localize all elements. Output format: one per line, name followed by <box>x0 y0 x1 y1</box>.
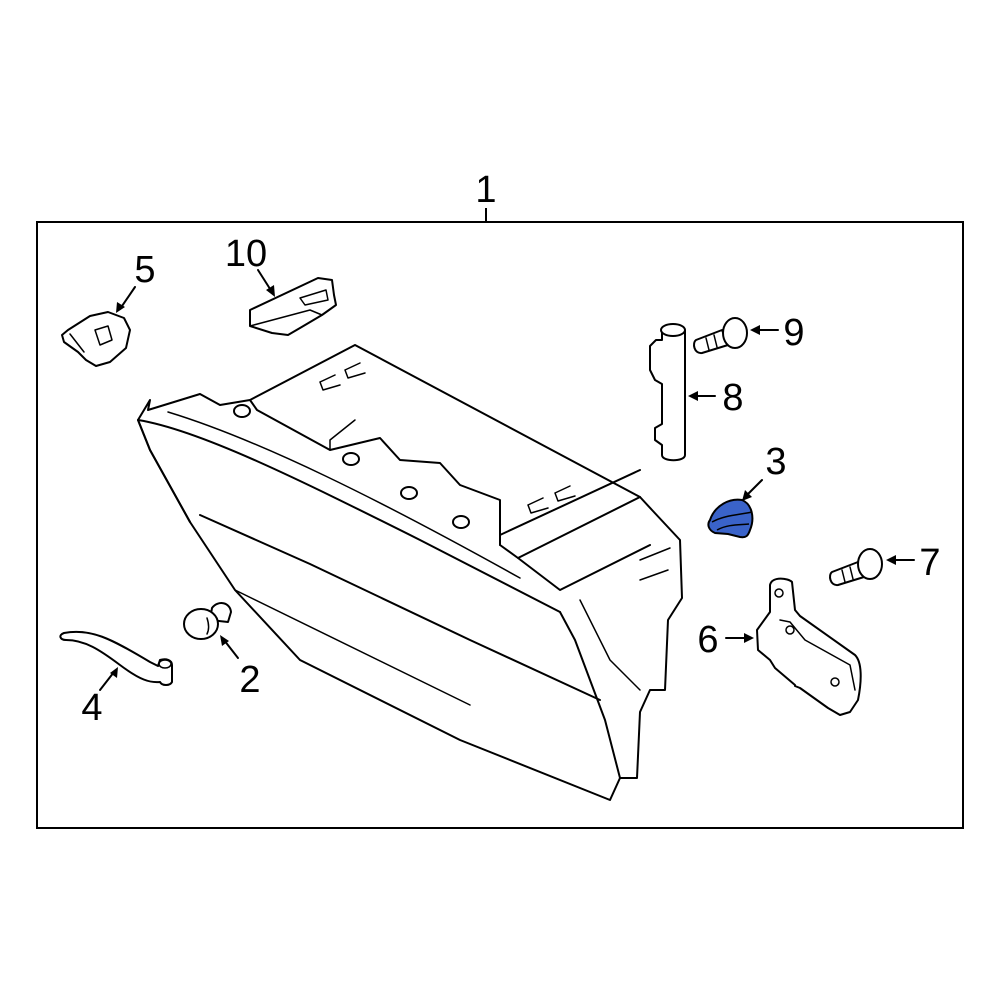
damper-arm[interactable] <box>59 630 173 686</box>
assembly-frame <box>36 221 964 829</box>
callout-9[interactable]: 9 <box>783 312 804 354</box>
callout-4[interactable]: 4 <box>81 687 102 729</box>
callout-3[interactable]: 3 <box>765 441 786 483</box>
callout-6[interactable]: 6 <box>697 619 718 661</box>
latch-striker[interactable] <box>61 311 131 367</box>
bumper-stop[interactable] <box>183 602 232 640</box>
highlighted-clip[interactable] <box>707 498 754 539</box>
callout-10[interactable]: 10 <box>225 233 267 275</box>
arrow-5 <box>116 302 125 313</box>
screw-9[interactable] <box>693 317 748 355</box>
arrow-4 <box>110 667 118 678</box>
arrow-6 <box>744 633 754 643</box>
stop-bracket[interactable] <box>249 277 337 336</box>
arrow-3 <box>742 490 752 501</box>
leader-3 <box>745 479 763 497</box>
leader-5 <box>119 286 136 310</box>
arrow-10 <box>266 285 275 297</box>
callout-8[interactable]: 8 <box>722 377 743 419</box>
hinge-pin[interactable] <box>649 323 686 462</box>
arrow-9 <box>750 325 760 335</box>
arrow-2 <box>220 635 229 646</box>
callout-5[interactable]: 5 <box>134 249 155 291</box>
screw-7[interactable] <box>829 548 883 587</box>
glove-box-assembly[interactable] <box>137 344 683 801</box>
callout-1[interactable]: 1 <box>475 169 496 211</box>
leader-4 <box>99 671 115 691</box>
callout-7[interactable]: 7 <box>919 542 940 584</box>
leader-2 <box>223 639 239 659</box>
arrow-7 <box>886 555 896 565</box>
callout-2[interactable]: 2 <box>239 659 260 701</box>
hinge-bracket[interactable] <box>756 577 862 716</box>
arrow-8 <box>688 391 698 401</box>
